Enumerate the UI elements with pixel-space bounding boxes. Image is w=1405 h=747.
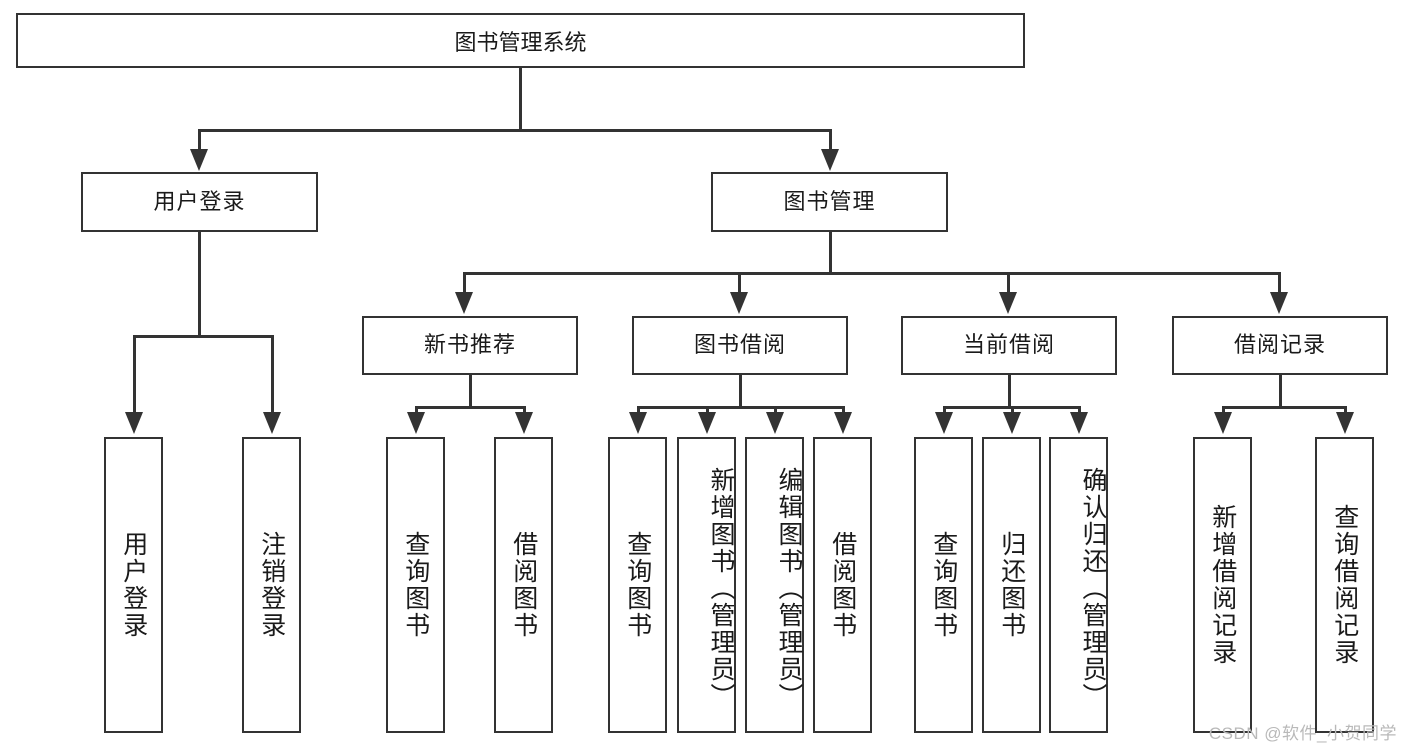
leaf-borrow-borrow-book[interactable]: 借阅图书 <box>813 437 872 733</box>
node-label: 借阅记录 <box>1233 332 1326 358</box>
arrowhead-book-mgmt <box>821 149 839 171</box>
connector-bookborrow-leaf4 <box>842 406 845 416</box>
node-user-login[interactable]: 用户登录 <box>81 172 318 232</box>
connector-user-login-stem <box>198 232 201 337</box>
connector-bm-to-current <box>1007 272 1010 294</box>
leaf-recommend-borrow-book[interactable]: 借阅图书 <box>494 437 553 733</box>
arrowhead-leaf-logout <box>263 412 281 434</box>
connector-root-to-user-login <box>198 129 201 152</box>
leaf-recommend-query-book[interactable]: 查询图书 <box>386 437 445 733</box>
connector-borrowrecord-leaf1 <box>1222 406 1225 416</box>
node-book-borrow[interactable]: 图书借阅 <box>632 316 848 375</box>
connector-bm-to-recommend <box>463 272 466 294</box>
connector-bookborrow-leaf3 <box>774 406 777 416</box>
leaf-record-add-record[interactable]: 新增借阅记录 <box>1193 437 1252 733</box>
connector-borrowrecord-bus <box>1222 406 1346 409</box>
leaf-current-return-book[interactable]: 归还图书 <box>982 437 1041 733</box>
connector-currentborrow-stem <box>1008 375 1011 408</box>
connector-root-stem <box>519 68 522 131</box>
node-label: 确认归还（管理员） <box>1079 466 1107 710</box>
node-label: 新增图书（管理员） <box>707 466 735 710</box>
arrowhead-bookborrow-leaf1 <box>629 412 647 434</box>
arrowhead-bookborrow-leaf2 <box>698 412 716 434</box>
node-root-system[interactable]: 图书管理系统 <box>16 13 1025 68</box>
arrowhead-new-book-recommend <box>455 292 473 314</box>
node-new-book-recommend[interactable]: 新书推荐 <box>362 316 578 375</box>
connector-bm-to-borrow <box>738 272 741 294</box>
node-label: 借阅图书 <box>509 531 538 639</box>
node-current-borrow[interactable]: 当前借阅 <box>901 316 1117 375</box>
arrowhead-leaf-user-login <box>125 412 143 434</box>
arrowhead-borrow-record <box>1270 292 1288 314</box>
connector-bookborrow-leaf2 <box>706 406 709 416</box>
connector-currentborrow-leaf2 <box>1011 406 1014 416</box>
node-label: 借阅图书 <box>828 531 857 639</box>
connector-bookborrow-leaf1 <box>637 406 640 416</box>
arrowhead-currentborrow-leaf1 <box>935 412 953 434</box>
node-label: 归还图书 <box>997 531 1026 639</box>
arrowhead-currentborrow-leaf3 <box>1070 412 1088 434</box>
arrowhead-bookborrow-leaf3 <box>766 412 784 434</box>
node-label: 用户登录 <box>153 188 246 214</box>
node-label: 新书推荐 <box>423 332 516 358</box>
connector-bookborrow-stem <box>739 375 742 408</box>
leaf-user-login[interactable]: 用户登录 <box>104 437 163 733</box>
node-label: 新增借阅记录 <box>1208 504 1237 666</box>
node-label: 当前借阅 <box>962 332 1055 358</box>
arrowhead-book-borrow <box>730 292 748 314</box>
arrowhead-borrowrecord-leaf2 <box>1336 412 1354 434</box>
connector-user-login-bus <box>133 335 273 338</box>
arrowhead-recommend-leaf1 <box>407 412 425 434</box>
node-label: 注销登录 <box>257 531 286 639</box>
connector-bookborrow-bus <box>637 406 844 409</box>
node-label: 图书管理系统 <box>454 29 587 55</box>
node-label: 编辑图书（管理员） <box>775 466 803 710</box>
connector-recommend-stem <box>469 375 472 408</box>
arrowhead-current-borrow <box>999 292 1017 314</box>
node-label: 查询借阅记录 <box>1330 504 1359 666</box>
node-book-management[interactable]: 图书管理 <box>711 172 948 232</box>
connector-book-mgmt-stem <box>829 232 832 275</box>
node-label: 用户登录 <box>119 531 148 639</box>
connector-user-login-leaf1 <box>133 335 136 415</box>
connector-recommend-leaf1 <box>415 406 418 416</box>
leaf-borrow-edit-book-admin[interactable]: 编辑图书（管理员） <box>745 437 804 733</box>
connector-root-to-book-mgmt <box>829 129 832 152</box>
arrowhead-user-login <box>190 149 208 171</box>
arrowhead-bookborrow-leaf4 <box>834 412 852 434</box>
connector-user-login-leaf2 <box>271 335 274 415</box>
leaf-borrow-add-book-admin[interactable]: 新增图书（管理员） <box>677 437 736 733</box>
node-label: 查询图书 <box>623 531 652 639</box>
leaf-borrow-query-book[interactable]: 查询图书 <box>608 437 667 733</box>
leaf-current-query-book[interactable]: 查询图书 <box>914 437 973 733</box>
connector-recommend-bus <box>415 406 525 409</box>
connector-book-mgmt-bus <box>463 272 1280 275</box>
node-label: 查询图书 <box>929 531 958 639</box>
arrowhead-borrowrecord-leaf1 <box>1214 412 1232 434</box>
leaf-logout[interactable]: 注销登录 <box>242 437 301 733</box>
node-label: 图书借阅 <box>693 332 786 358</box>
connector-currentborrow-leaf3 <box>1078 406 1081 416</box>
arrowhead-recommend-leaf2 <box>515 412 533 434</box>
node-borrow-record[interactable]: 借阅记录 <box>1172 316 1388 375</box>
node-label: 查询图书 <box>401 531 430 639</box>
connector-borrowrecord-leaf2 <box>1344 406 1347 416</box>
leaf-record-query-record[interactable]: 查询借阅记录 <box>1315 437 1374 733</box>
connector-borrowrecord-stem <box>1279 375 1282 408</box>
node-label: 图书管理 <box>783 188 876 214</box>
arrowhead-currentborrow-leaf2 <box>1003 412 1021 434</box>
connector-recommend-leaf2 <box>523 406 526 416</box>
connector-root-bus <box>198 129 832 132</box>
connector-currentborrow-leaf1 <box>943 406 946 416</box>
leaf-current-confirm-return-admin[interactable]: 确认归还（管理员） <box>1049 437 1108 733</box>
connector-bm-to-record <box>1278 272 1281 294</box>
